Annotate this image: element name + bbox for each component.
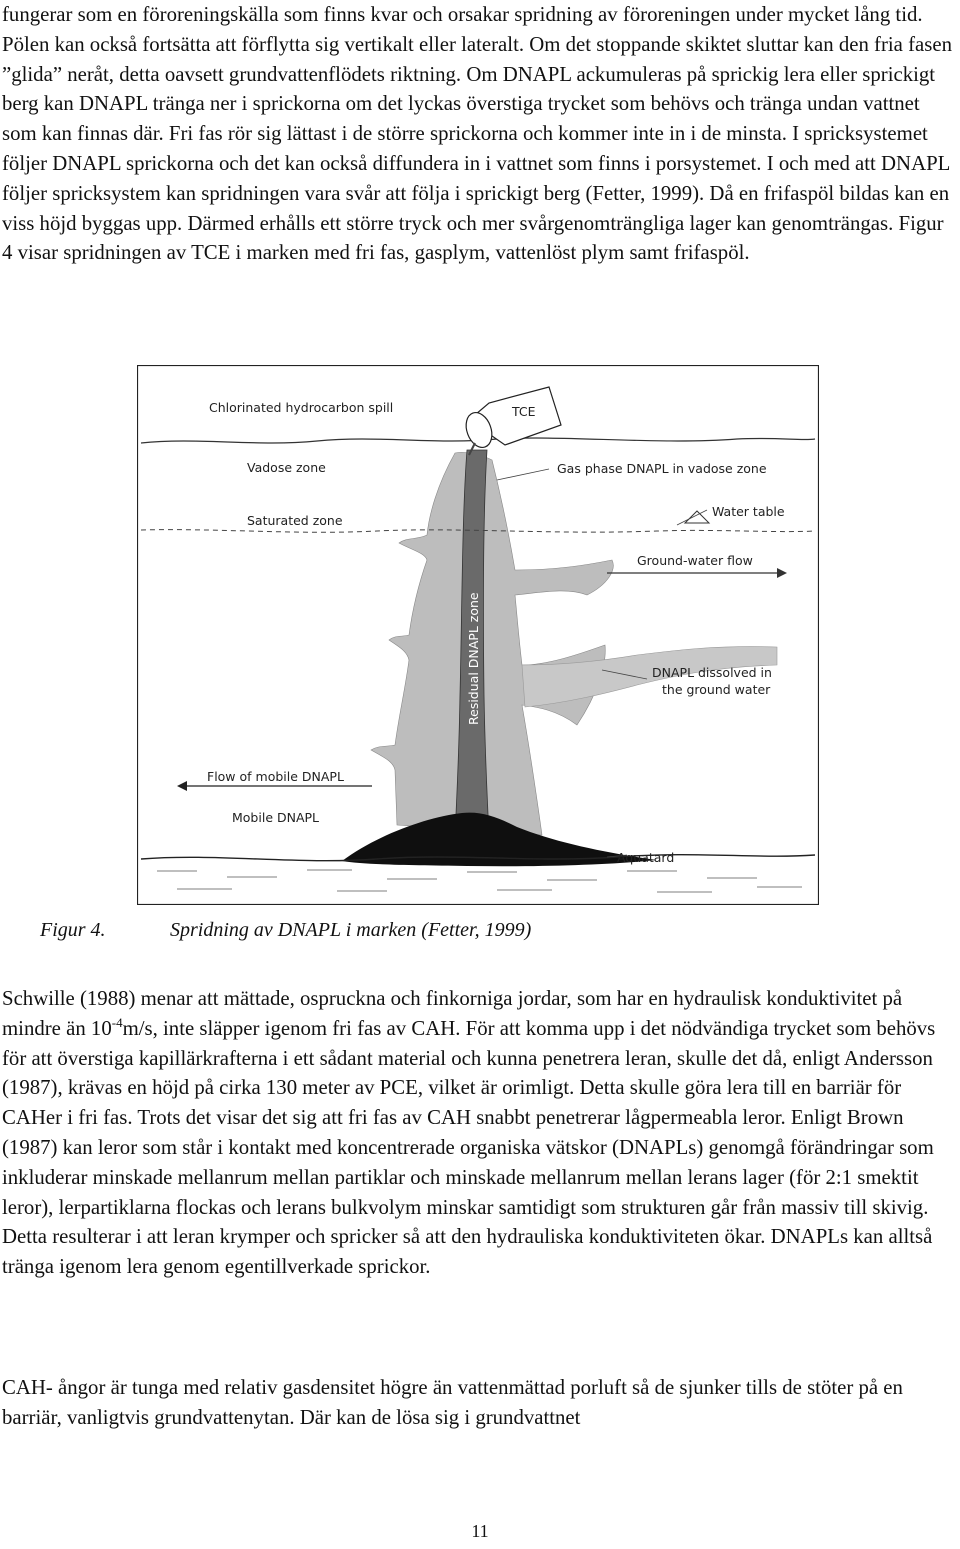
label-dissolved-2: the ground water — [662, 682, 771, 697]
aquatard-texture — [157, 869, 802, 893]
body-paragraph-3: CAH- ångor är tunga med relativ gasdensi… — [2, 1376, 903, 1429]
figure-caption: Figur 4. Spridning av DNAPL i marken (Fet… — [40, 916, 531, 944]
mobile-dnapl-pool — [342, 812, 657, 867]
label-residual-dnapl: Residual DNAPL zone — [466, 592, 481, 725]
label-mobile-dnapl: Mobile DNAPL — [232, 810, 319, 825]
mobile-flow-arrow-head-icon — [177, 781, 187, 791]
gw-flow-arrow-head-icon — [777, 568, 787, 578]
caption-text: Spridning av DNAPL i marken (Fetter, 199… — [170, 919, 532, 941]
aquatard-surface-line — [140, 853, 816, 862]
label-water-table: Water table — [712, 504, 785, 519]
label-spill: Chlorinated hydrocarbon spill — [209, 400, 393, 415]
dnapl-figure: Chlorinated hydrocarbon spill TCE Vadose… — [137, 365, 819, 905]
tce-drum-icon — [465, 386, 562, 456]
body-paragraph-2: Schwille (1988) menar att mättade, ospru… — [2, 984, 957, 1282]
dissolved-leader — [601, 669, 648, 680]
dissolved-plume — [521, 646, 778, 708]
body-paragraph-1: fungerar som en föroreningskälla som fin… — [2, 3, 952, 265]
page-number: 11 — [471, 1521, 489, 1541]
gas-phase-leader — [496, 468, 550, 481]
water-table-line — [140, 529, 816, 533]
label-vadose-zone: Vadose zone — [247, 460, 326, 475]
aquatard-leader — [606, 854, 628, 858]
label-gw-flow: Ground-water flow — [637, 553, 753, 568]
para2-after-sup: m/s, inte släpper igenom fri fas av CAH.… — [2, 1016, 936, 1279]
water-table-leader — [676, 509, 708, 526]
gas-phase-plume — [370, 452, 614, 836]
dnapl-diagram: Chlorinated hydrocarbon spill TCE Vadose… — [137, 365, 819, 905]
label-flow-mobile: Flow of mobile DNAPL — [207, 769, 344, 784]
para2-exponent: -4 — [111, 1014, 123, 1030]
label-saturated-zone: Saturated zone — [247, 513, 343, 528]
caption-label: Figur 4. — [40, 919, 106, 941]
water-table-triangle-icon — [683, 510, 711, 524]
label-dissolved-1: DNAPL dissolved in — [652, 665, 772, 680]
para2-before-sup: Schwille (1988) menar att mättade, ospru… — [2, 987, 903, 1040]
label-aquatard: Aquatard — [617, 850, 674, 865]
label-tce: TCE — [511, 404, 536, 419]
label-gas-phase: Gas phase DNAPL in vadose zone — [557, 461, 767, 476]
